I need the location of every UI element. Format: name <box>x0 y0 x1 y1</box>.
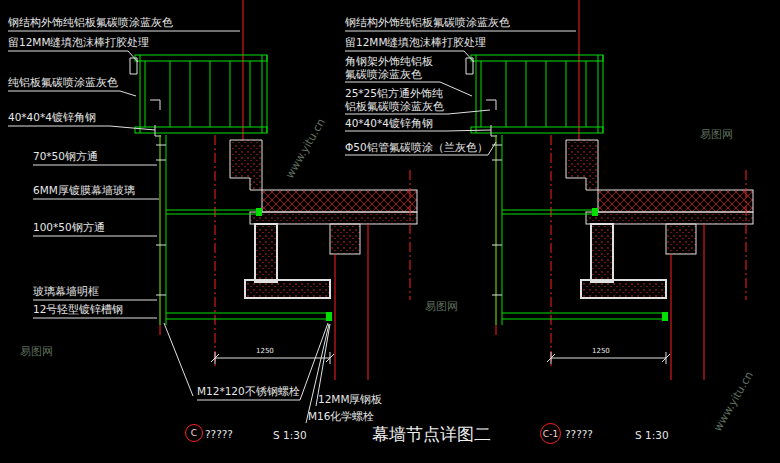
callout-label: M12*120不锈钢螺栓 <box>197 385 300 398</box>
callout-label: 钢结构外饰纯铝板氟碳喷涂蓝灰色 <box>345 16 510 29</box>
watermark: 易图网 <box>20 345 53 358</box>
callout-label: 纯铝板氟碳喷涂蓝灰色 <box>8 76 118 89</box>
detail-name: ????? <box>565 428 593 441</box>
watermark: www.yitu.cn <box>711 369 756 433</box>
callout-label: 25*25铝方通外饰纯 铝板氟碳喷涂蓝灰色 <box>345 87 449 113</box>
callout-label: Φ50铝管氟碳喷涂（兰灰色） <box>345 141 488 154</box>
callout-label: M16化学螺栓 <box>308 410 374 423</box>
scale-note: S 1:30 <box>635 429 669 442</box>
callout-label: 留12MM缝填泡沫棒打胶处理 <box>8 36 149 49</box>
dimension: 1250 <box>592 347 610 355</box>
marker-text: C <box>191 428 197 438</box>
detail-marker: C <box>185 424 203 442</box>
callout-label: 40*40*4镀锌角钢 <box>345 117 433 130</box>
scale-note: S 1:30 <box>273 429 307 442</box>
callout-label: 40*40*4镀锌角钢 <box>8 111 96 124</box>
callout-label: 12MM厚钢板 <box>318 393 382 406</box>
dimension: 1250 <box>256 347 274 355</box>
callout-label: 玻璃幕墙明框 <box>33 285 99 298</box>
watermark: www.yitu.cn <box>283 116 328 180</box>
callout-label: 6MM厚镀膜幕墙玻璃 <box>33 184 135 197</box>
detail-c1 <box>466 0 753 380</box>
detail-name: ????? <box>205 428 233 441</box>
drawing-title: 幕墙节点详图二 <box>372 424 491 444</box>
watermark: 易图网 <box>425 300 458 313</box>
callout-label: 12号轻型镀锌槽钢 <box>33 303 123 316</box>
marker-text: C-1 <box>543 429 558 439</box>
callout-label: 留12MM缝填泡沫棒打胶处理 <box>345 36 486 49</box>
callout-label: 100*50钢方通 <box>33 221 105 234</box>
callout-label: 钢结构外饰纯铝板氟碳喷涂蓝灰色 <box>8 16 173 29</box>
detail-marker: C-1 <box>540 423 561 444</box>
watermark: 易图网 <box>700 128 733 141</box>
callout-label: 角钢架外饰纯铝板 氟碳喷涂蓝灰色 <box>345 55 437 81</box>
callout-label: 70*50钢方通 <box>33 150 98 163</box>
leader-lines <box>8 31 576 423</box>
